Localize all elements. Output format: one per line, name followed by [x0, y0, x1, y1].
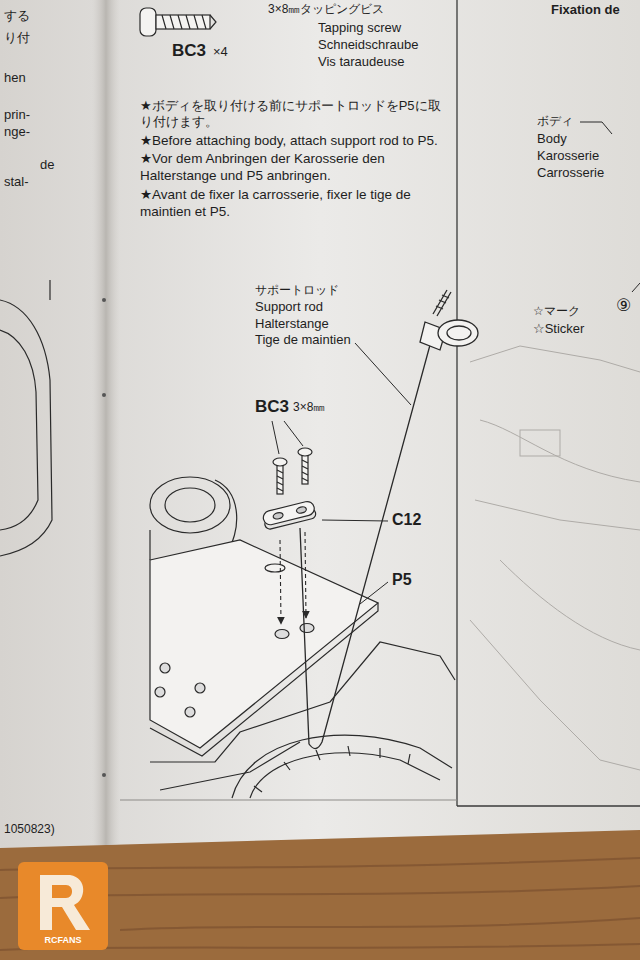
callout-number: ⑨: [616, 295, 631, 316]
support-rod: [300, 290, 478, 749]
page-fragment: stal-: [4, 174, 29, 190]
part-name: Halterstange: [255, 316, 329, 332]
part-code: C12: [392, 510, 421, 530]
instruction-note: ★Before attaching body, attach support r…: [140, 133, 450, 150]
screw-name: Schneidschraube: [318, 37, 418, 53]
step-heading: Fixation de: [551, 2, 620, 18]
part-name: Carrosserie: [537, 165, 604, 181]
page-fragment: hen: [4, 70, 26, 86]
part-name: ボディ: [537, 114, 573, 129]
screw-spec: 3×8㎜タッピングビス: [268, 2, 384, 17]
part-name: Support rod: [255, 299, 323, 315]
wood-grain: [0, 858, 640, 950]
page-gutter: [92, 0, 120, 845]
watermark-logo: [18, 862, 108, 950]
page-fragment: de: [40, 157, 54, 173]
left-page-drawing: [0, 280, 52, 556]
part-code: P5: [392, 570, 412, 590]
instruction-note: ★Avant de fixer la carrosserie, fixer le…: [140, 187, 450, 221]
fitting-arrow: [280, 532, 306, 624]
part-name: Karosserie: [537, 148, 599, 164]
stitch-holes: [102, 298, 106, 777]
instruction-note: ★ボディを取り付ける前にサポートロッドをP5に取り付けます。: [140, 98, 450, 131]
wood-table: [0, 830, 640, 960]
part-code: BC3: [172, 40, 206, 61]
page-fragment: nge-: [4, 124, 30, 140]
page-fragment: り付: [4, 30, 30, 46]
screw-name: Vis taraudeuse: [318, 54, 405, 70]
screw-spec: 3×8㎜: [293, 400, 325, 415]
part-name: Body: [537, 131, 567, 147]
screw-icon: [140, 8, 216, 36]
page-fragment: prin-: [4, 107, 30, 123]
chassis-drawing: [150, 642, 455, 798]
panel-border: [120, 0, 640, 806]
part-name: Tige de maintien: [255, 332, 351, 348]
watermark: RCFANS: [20, 935, 106, 946]
paper-page: [0, 0, 640, 848]
bc3-screws: [273, 448, 312, 494]
print-code: 1050823): [4, 822, 55, 837]
part-code: BC3: [255, 396, 289, 417]
screw-name: Tapping screw: [318, 20, 401, 36]
body-outline: [470, 346, 640, 770]
part-quantity: ×4: [213, 44, 228, 60]
instruction-note: ★Vor dem Anbringen der Karosserie den Ha…: [140, 151, 450, 185]
page-fragment: する: [4, 8, 30, 24]
sticker-label: ☆マーク: [533, 304, 580, 319]
c12-clamp: [262, 500, 317, 530]
sticker-label: ☆Sticker: [533, 321, 584, 337]
part-name: サポートロッド: [255, 283, 339, 298]
